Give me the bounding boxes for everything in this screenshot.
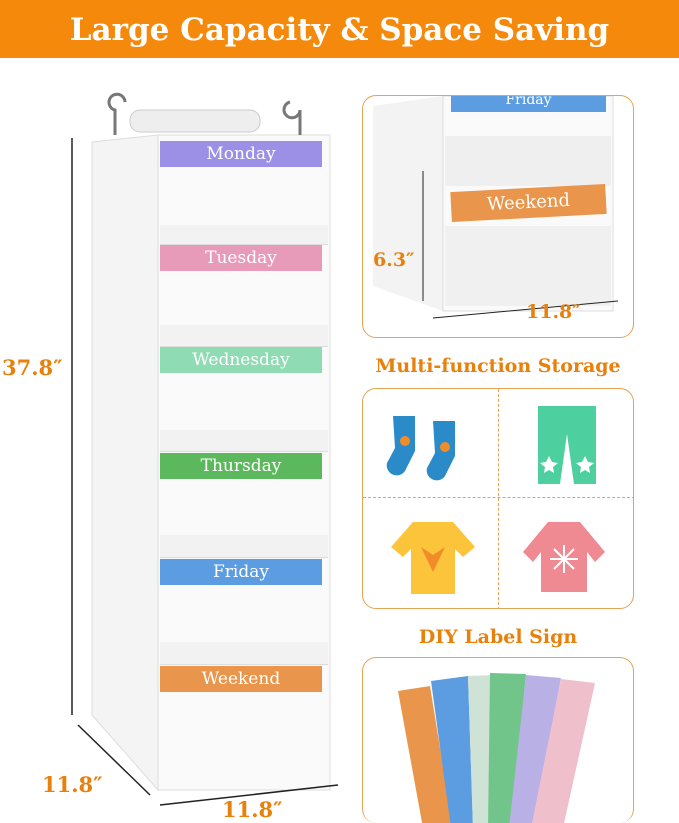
- divider: [498, 389, 499, 608]
- strip-blue: [431, 676, 473, 823]
- diy-panel: [362, 657, 634, 823]
- pants-icon: [538, 406, 596, 484]
- snowflake-sweater-icon: [523, 522, 605, 592]
- width-dimension: 11.8″: [222, 797, 283, 822]
- detail-height-dimension: 6.3″: [373, 249, 415, 271]
- banner-title: Large Capacity & Space Saving: [69, 12, 610, 48]
- label-thursday: Thursday: [160, 453, 322, 479]
- shelf: [160, 535, 328, 558]
- label-wednesday: Wednesday: [160, 347, 322, 373]
- divider: [363, 497, 633, 498]
- shelf: [160, 225, 328, 245]
- depth-dimension: 11.8″: [42, 772, 103, 797]
- label-friday: Friday: [160, 559, 322, 585]
- detail-panel: Friday Weekend 6.3″ 11.8″: [362, 95, 634, 338]
- shelf: [160, 325, 328, 347]
- detail-friday-label: Friday: [451, 96, 606, 112]
- label-tuesday: Tuesday: [160, 245, 322, 271]
- label-monday: Monday: [160, 141, 322, 167]
- strip-lavender: [509, 675, 561, 823]
- label-weekend: Weekend: [160, 666, 322, 692]
- strip-orange: [398, 686, 453, 823]
- socks-icon: [386, 416, 455, 481]
- banner: Large Capacity & Space Saving: [0, 0, 679, 58]
- storage-panel: [362, 388, 634, 609]
- diy-heading: DIY Label Sign: [418, 626, 578, 648]
- fox-sweater-icon: [391, 522, 475, 594]
- height-dimension: 37.8″: [2, 355, 63, 380]
- strip-mint: [468, 675, 493, 823]
- strip-pink: [532, 679, 595, 823]
- storage-heading: Multi-function Storage: [375, 355, 621, 377]
- shelf: [160, 642, 328, 665]
- shelf: [160, 430, 328, 452]
- label-strips: [398, 673, 595, 823]
- strip-green: [488, 673, 526, 823]
- detail-width-dimension: 11.8″: [526, 301, 581, 323]
